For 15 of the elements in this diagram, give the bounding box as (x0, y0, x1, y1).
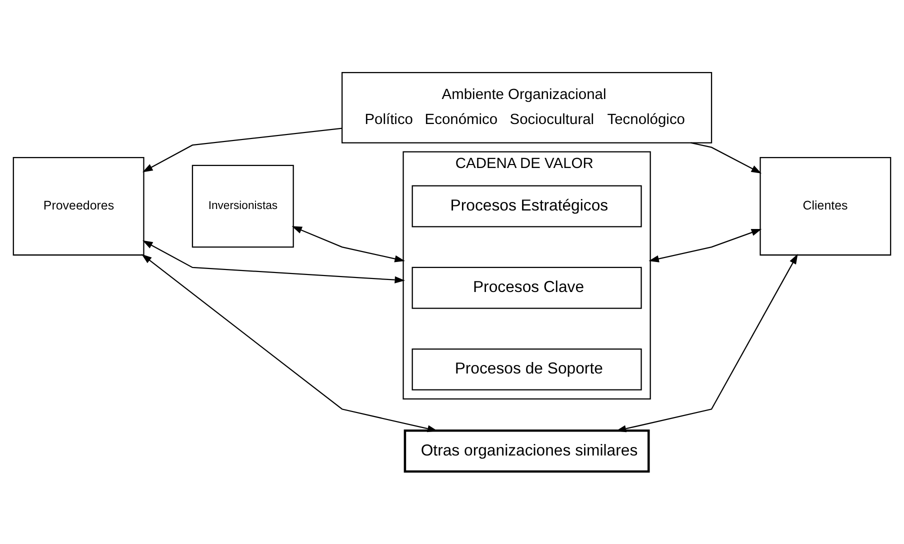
node-box: Inversionistas (192, 164, 294, 248)
arrow (142, 254, 438, 432)
arrow (292, 226, 405, 262)
node-box: Clientes (760, 156, 892, 256)
node-box: Ambiente Organizacional Político Económico Sociocultural Tecnológico (342, 72, 712, 144)
node-box: Proveedores (12, 156, 144, 256)
arrow (142, 128, 342, 172)
node-box: Procesos Clave (412, 266, 642, 309)
arrow (616, 254, 798, 432)
node-box: Procesos de Soporte (412, 348, 642, 390)
arrow (142, 240, 405, 284)
node-box: Otras organizaciones similares (404, 430, 650, 473)
arrow (648, 228, 762, 262)
arrow (690, 142, 762, 174)
node-box: Procesos Estratégicos (412, 185, 642, 228)
